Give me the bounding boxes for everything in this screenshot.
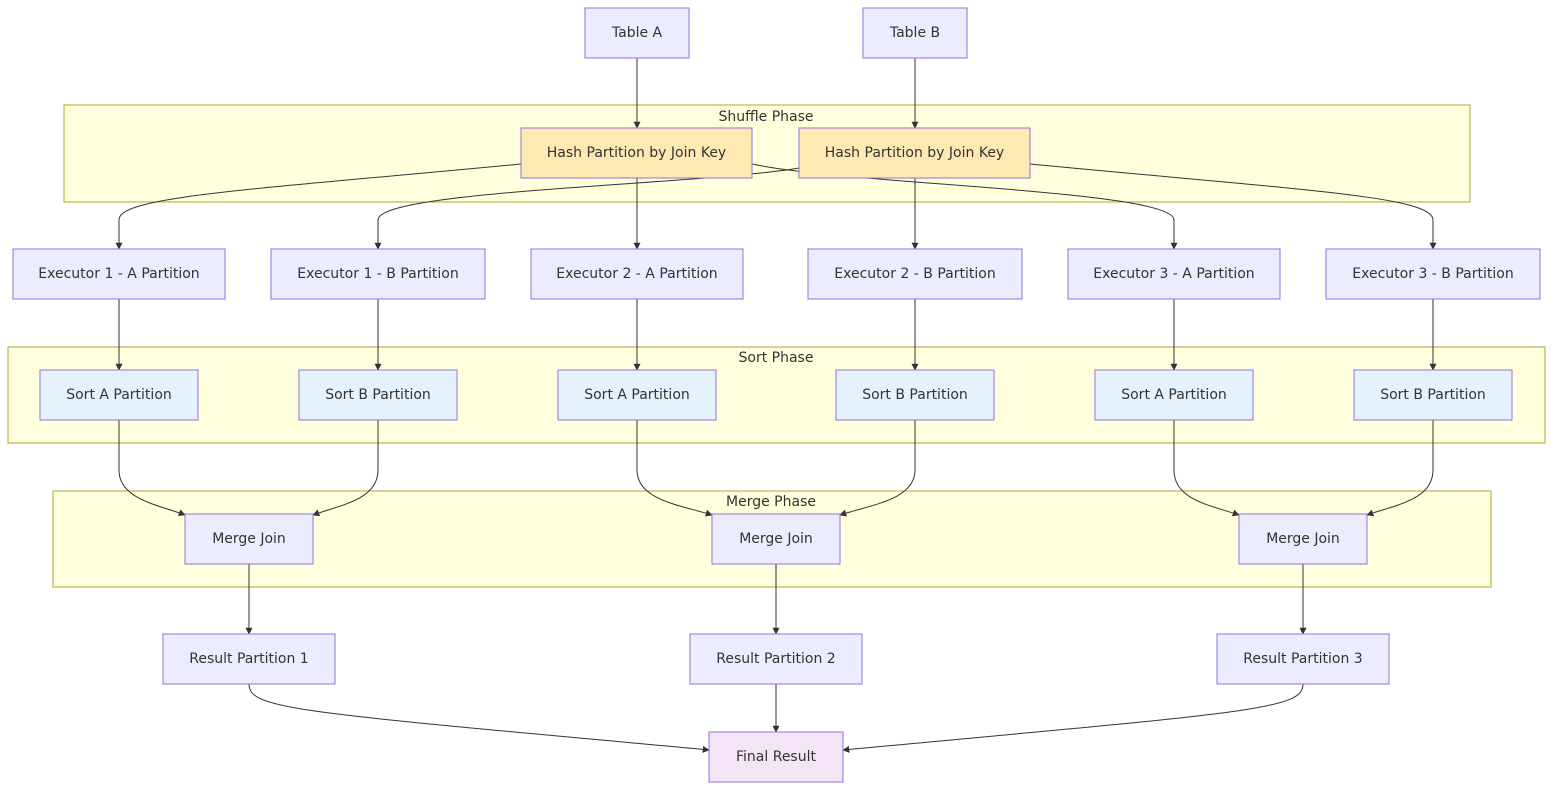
node-sort-1-b: Sort B Partition (298, 369, 458, 421)
node-executor-1-b: Executor 1 - B Partition (270, 248, 486, 300)
node-result-partition-1: Result Partition 1 (162, 633, 336, 685)
cluster-label-sort: Sort Phase (739, 350, 814, 366)
node-sort-2-b: Sort B Partition (835, 369, 995, 421)
node-result-partition-3: Result Partition 3 (1216, 633, 1390, 685)
node-label-sort2-a: Sort A Partition (584, 387, 690, 403)
edge-sort3-a-to-merge3 (1173, 420, 1240, 517)
node-sort-3-b: Sort B Partition (1353, 369, 1513, 421)
node-merge-join-2: Merge Join (711, 513, 841, 565)
edge-sort3-b-to-merge3 (1366, 420, 1434, 517)
edge-hash-a-to-exec1-a (115, 163, 522, 250)
node-label-result3: Result Partition 3 (1243, 651, 1362, 667)
cluster-label-shuffle: Shuffle Phase (718, 109, 813, 125)
node-label-hash-b: Hash Partition by Join Key (825, 145, 1004, 161)
node-label-exec1-b: Executor 1 - B Partition (297, 266, 458, 282)
node-label-sort2-b: Sort B Partition (862, 387, 968, 403)
node-label-exec2-a: Executor 2 - A Partition (556, 266, 717, 282)
node-executor-3-a: Executor 3 - A Partition (1067, 248, 1281, 300)
node-merge-join-3: Merge Join (1238, 513, 1368, 565)
node-table-b: Table B (862, 7, 968, 59)
cluster-sort-phase: Sort Phase (7, 346, 1546, 444)
node-result-partition-2: Result Partition 2 (689, 633, 863, 685)
edge-result1-to-final (248, 683, 710, 753)
node-sort-3-a: Sort A Partition (1094, 369, 1254, 421)
node-label-exec2-b: Executor 2 - B Partition (834, 266, 995, 282)
node-label-merge2: Merge Join (739, 531, 813, 547)
edge-sort2-a-to-merge2 (636, 420, 713, 517)
node-label-merge1: Merge Join (212, 531, 286, 547)
node-sort-2-a: Sort A Partition (557, 369, 717, 421)
node-label-result1: Result Partition 1 (189, 651, 308, 667)
node-executor-1-a: Executor 1 - A Partition (12, 248, 226, 300)
node-label-result2: Result Partition 2 (716, 651, 835, 667)
node-label-sort3-b: Sort B Partition (1380, 387, 1486, 403)
node-hash-partition-b: Hash Partition by Join Key (798, 127, 1031, 179)
node-label-table-a: Table A (611, 25, 663, 41)
node-label-exec1-a: Executor 1 - A Partition (38, 266, 199, 282)
node-executor-2-b: Executor 2 - B Partition (807, 248, 1023, 300)
node-sort-1-a: Sort A Partition (39, 369, 199, 421)
node-label-hash-a: Hash Partition by Join Key (547, 145, 726, 161)
node-label-table-b: Table B (889, 25, 940, 41)
node-merge-join-1: Merge Join (184, 513, 314, 565)
node-label-sort1-a: Sort A Partition (66, 387, 172, 403)
node-executor-2-a: Executor 2 - A Partition (530, 248, 744, 300)
cluster-shuffle-phase: Shuffle Phase (63, 104, 1471, 203)
edge-sort1-a-to-merge1 (118, 420, 186, 516)
edge-sort2-b-to-merge2 (839, 420, 916, 517)
node-label-exec3-a: Executor 3 - A Partition (1093, 266, 1254, 282)
node-label-final: Final Result (736, 749, 816, 765)
edge-result3-to-final (842, 683, 1304, 753)
node-executor-3-b: Executor 3 - B Partition (1325, 248, 1541, 300)
edge-hash-b-to-exec3-b (1029, 163, 1437, 250)
node-label-sort1-b: Sort B Partition (325, 387, 431, 403)
cluster-label-merge: Merge Phase (726, 494, 816, 510)
node-label-exec3-b: Executor 3 - B Partition (1352, 266, 1513, 282)
edge-sort1-b-to-merge1 (312, 420, 379, 517)
edges (115, 58, 1437, 753)
node-label-sort3-a: Sort A Partition (1121, 387, 1227, 403)
node-hash-partition-a: Hash Partition by Join Key (520, 127, 753, 179)
node-final-result: Final Result (708, 731, 844, 783)
node-label-merge3: Merge Join (1266, 531, 1340, 547)
node-table-a: Table A (584, 7, 690, 59)
nodes: Table A Table B Hash Partition by Join K… (12, 7, 1541, 783)
